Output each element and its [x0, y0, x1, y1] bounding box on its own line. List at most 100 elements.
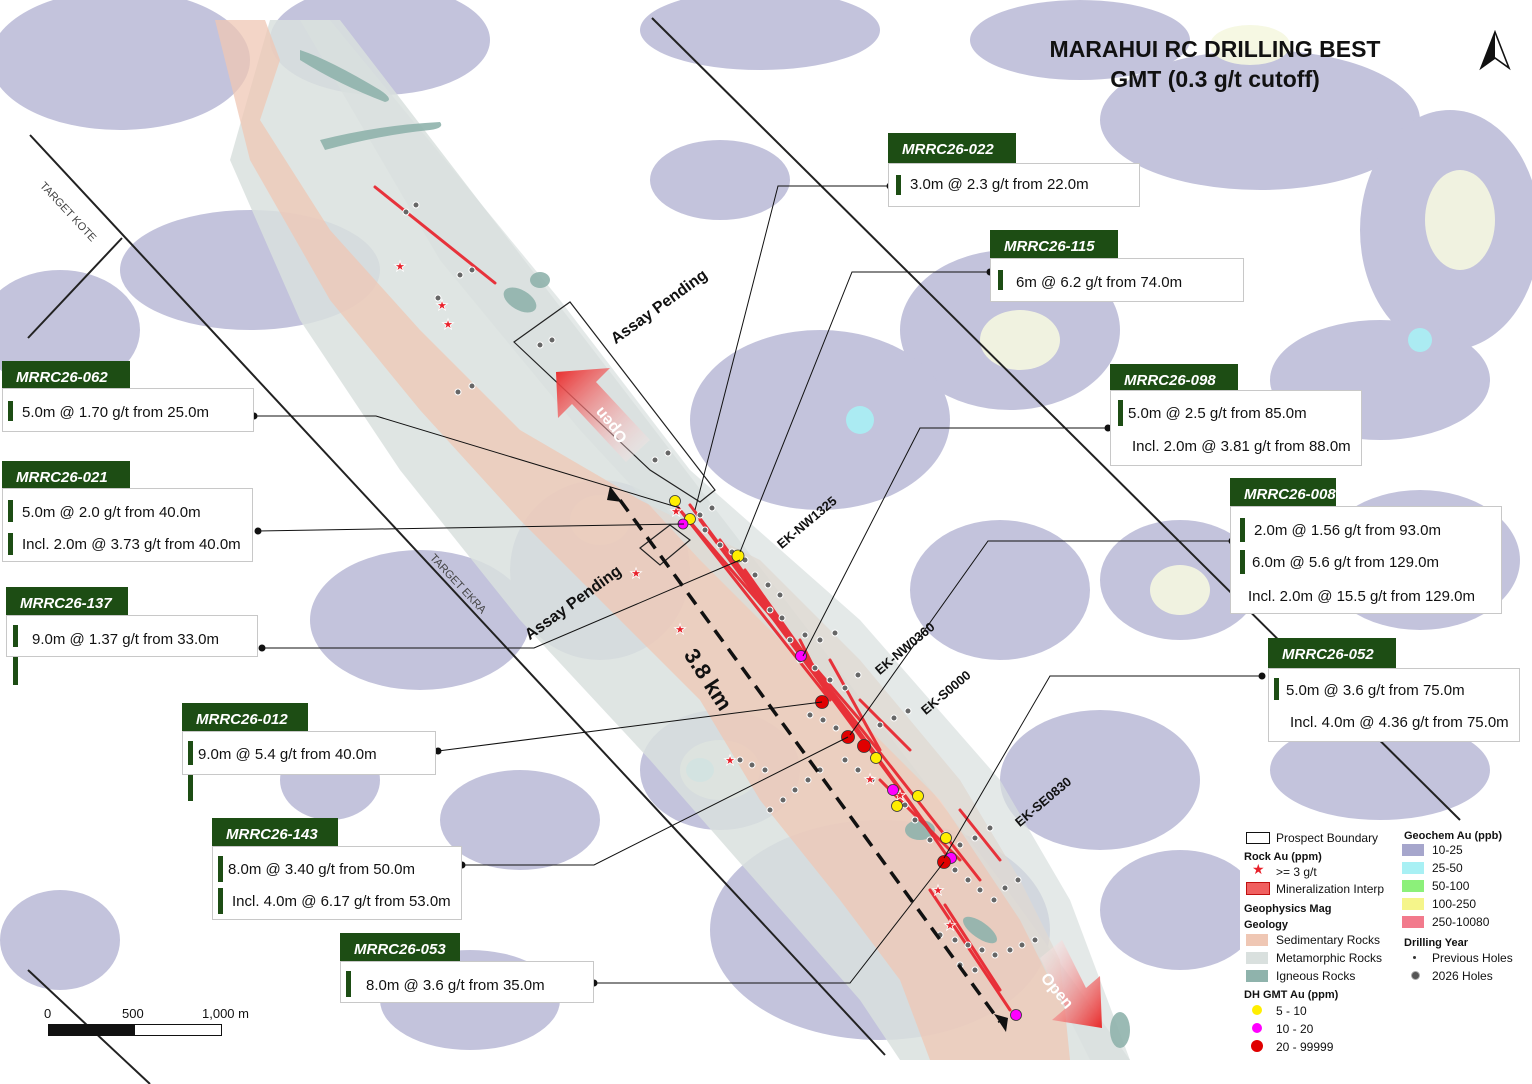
length-arrow	[607, 486, 1008, 1032]
svg-text:★: ★	[724, 753, 737, 769]
legend-rock-au-item: >= 3 g/t	[1276, 865, 1317, 879]
svg-text:★: ★	[932, 883, 945, 899]
callout-line: 9.0m @ 1.37 g/t from 33.0m	[32, 631, 219, 648]
legend-metamorphic: Metamorphic Rocks	[1276, 951, 1383, 965]
callout-bar	[1240, 550, 1245, 574]
legend-geochem-25-50: 25-50	[1432, 861, 1463, 875]
scale-segment-white	[134, 1024, 222, 1036]
callout-bar	[1240, 518, 1245, 542]
scale-zero: 0	[44, 1006, 52, 1021]
legend-geophysics: Geophysics Mag	[1244, 903, 1332, 915]
callout-bar	[13, 625, 18, 647]
callout-box	[1230, 506, 1502, 614]
callout-box	[212, 846, 462, 920]
star-icon: ★	[1252, 862, 1265, 878]
callout-line: 6.0m @ 5.6 g/t from 129.0m	[1252, 554, 1439, 571]
scale-end: 1,000 m	[202, 1006, 249, 1021]
map-legend: Prospect Boundary Rock Au (ppm) ★ >= 3 g…	[1240, 826, 1530, 1056]
legend-geochem-50-100: 50-100	[1432, 879, 1470, 893]
callout-line: 9.0m @ 5.4 g/t from 40.0m	[198, 746, 377, 763]
svg-text:★: ★	[630, 566, 643, 582]
geochem-25-50-swatch	[1402, 862, 1424, 874]
callout-bar	[188, 775, 193, 801]
legend-previous-holes: Previous Holes	[1432, 951, 1513, 965]
svg-text:★: ★	[394, 259, 407, 275]
scale-segment-black	[48, 1024, 136, 1036]
svg-text:★: ★	[864, 772, 877, 788]
legend-dh-10-20: 10 - 20	[1276, 1022, 1314, 1036]
callout-hole-id: MRRC26-098	[1110, 364, 1238, 398]
callout-bar	[8, 500, 13, 522]
hole-2026-swatch	[1411, 971, 1420, 980]
legend-sedimentary: Sedimentary Rocks	[1276, 933, 1381, 947]
callout-box	[1110, 390, 1362, 466]
callout-line: Incl. 4.0m @ 4.36 g/t from 75.0m	[1290, 714, 1509, 731]
svg-text:★: ★	[944, 918, 957, 934]
open-arrow-se	[1040, 940, 1102, 1028]
callout-hole-id: MRRC26-022	[888, 133, 1016, 167]
dh-yellow-swatch	[1252, 1005, 1262, 1015]
open-arrow-nw	[556, 368, 650, 462]
callout-box	[2, 488, 253, 562]
geochem-10-25-swatch	[1402, 844, 1424, 856]
legend-dh-header: DH GMT Au (ppm)	[1244, 989, 1339, 1001]
callout-bar	[998, 270, 1003, 290]
callout-line: 5.0m @ 2.0 g/t from 40.0m	[22, 504, 201, 521]
map-title: MARAHUI RC DRILLING BEST GMT (0.3 g/t cu…	[1000, 34, 1430, 94]
callout-bar	[218, 856, 223, 882]
igneous-bodies	[300, 50, 1130, 1048]
callout-line: 2.0m @ 1.56 g/t from 93.0m	[1254, 522, 1441, 539]
callout-bar	[1118, 400, 1123, 426]
callout-bar	[346, 971, 351, 997]
legend-igneous: Igneous Rocks	[1276, 969, 1356, 983]
legend-geology: Geology	[1244, 919, 1289, 931]
legend-2026-holes: 2026 Holes	[1432, 969, 1493, 983]
legend-geochem-100-250: 100-250	[1432, 897, 1477, 911]
legend-mineralization: Mineralization Interp	[1276, 882, 1385, 896]
sedimentary-swatch	[1246, 934, 1268, 946]
callout-bar	[13, 657, 18, 685]
geochem-250-10080-swatch	[1402, 916, 1424, 928]
callout-bar	[8, 401, 13, 421]
map-title-line1: MARAHUI RC DRILLING BEST	[1049, 36, 1381, 62]
callout-box	[2, 388, 254, 432]
svg-text:★: ★	[674, 622, 687, 638]
callout-line: 5.0m @ 1.70 g/t from 25.0m	[22, 404, 209, 421]
callout-line: 8.0m @ 3.40 g/t from 50.0m	[228, 861, 415, 878]
callout-bar	[896, 175, 901, 195]
callout-line: 5.0m @ 3.6 g/t from 75.0m	[1286, 682, 1465, 699]
callout-box	[888, 163, 1140, 207]
callout-bar	[218, 888, 223, 914]
mineralization-swatch	[1246, 882, 1270, 895]
prospect-boundary-swatch	[1246, 832, 1270, 844]
legend-dh-20-99999: 20 - 99999	[1276, 1040, 1334, 1054]
dh-magenta-swatch	[1252, 1023, 1262, 1033]
rock-au-samples: ★ ★ ★ ★ ★ ★ ★ ★ ★ ★ ★	[393, 259, 957, 935]
callout-bar	[8, 533, 13, 555]
callout-bar	[1274, 678, 1279, 700]
map-title-line2: GMT (0.3 g/t cutoff)	[1110, 66, 1320, 92]
legend-geochem-header: Geochem Au (ppb)	[1404, 830, 1502, 842]
geochem-50-100-swatch	[1402, 880, 1424, 892]
legend-geochem-10-25: 10-25	[1432, 843, 1463, 857]
dh-red-swatch	[1251, 1040, 1263, 1052]
geochem-100-250-swatch	[1402, 898, 1424, 910]
legend-rock-au-header: Rock Au (ppm)	[1244, 851, 1322, 863]
prospect-boundary-2	[639, 524, 691, 566]
callout-line: 8.0m @ 3.6 g/t from 35.0m	[366, 977, 545, 994]
callout-hole-id: MRRC26-052	[1268, 638, 1396, 672]
callout-box	[1268, 668, 1520, 742]
legend-prospect-boundary: Prospect Boundary	[1276, 831, 1379, 845]
svg-text:★: ★	[436, 298, 449, 314]
igneous-swatch	[1246, 970, 1268, 982]
legend-geochem-250-10080: 250-10080	[1432, 915, 1490, 929]
svg-text:★: ★	[442, 317, 455, 333]
legend-dh-5-10: 5 - 10	[1276, 1004, 1307, 1018]
callout-line: Incl. 2.0m @ 15.5 g/t from 129.0m	[1248, 588, 1475, 605]
previous-hole-swatch	[1413, 956, 1416, 959]
scale-mid: 500	[122, 1006, 144, 1021]
metamorphic-swatch	[1246, 952, 1268, 964]
callout-line: Incl. 2.0m @ 3.81 g/t from 88.0m	[1132, 438, 1351, 455]
north-arrow-icon	[1479, 30, 1511, 71]
callout-bar	[188, 741, 193, 765]
